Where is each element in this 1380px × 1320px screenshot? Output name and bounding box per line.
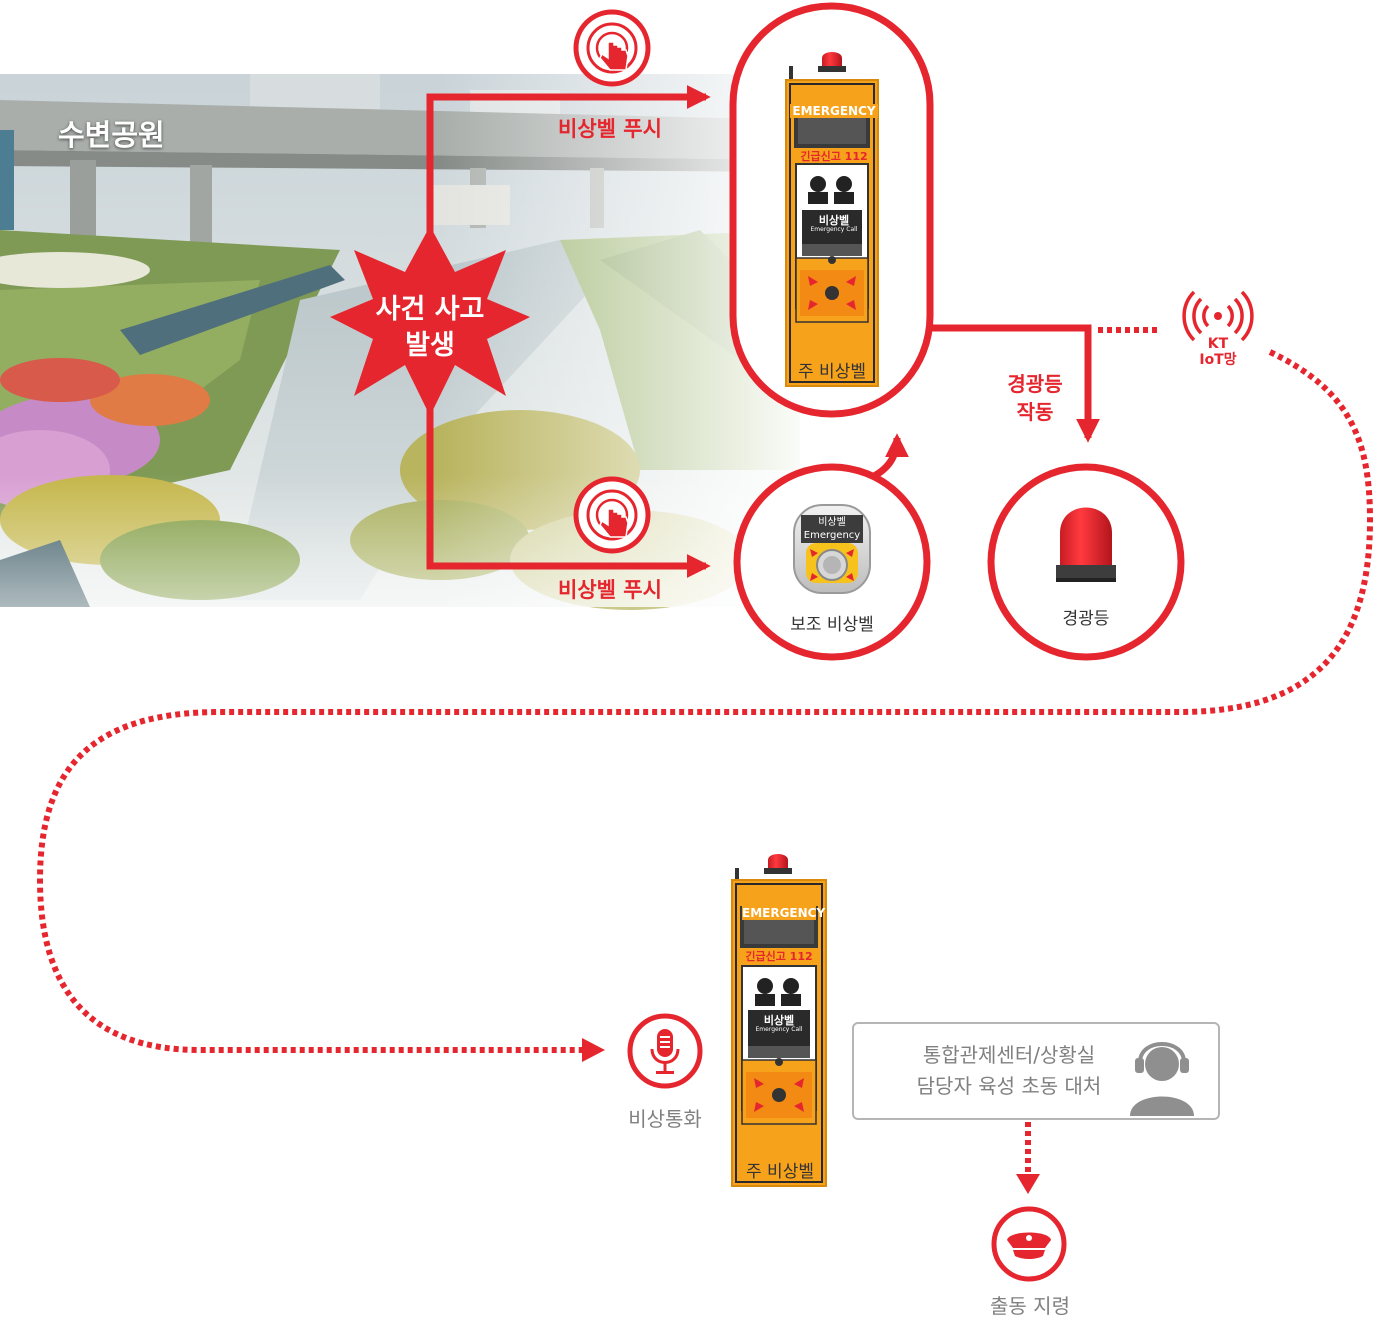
bottom-panel-button-sub: Emergency Call <box>755 1026 803 1033</box>
panel-call: 긴급신고 112 <box>800 150 868 163</box>
bottom-panel-button-title: 비상벨 <box>763 1014 795 1027</box>
push-label-top: 비상벨 푸시 <box>558 117 662 141</box>
microphone-icon <box>627 1013 703 1089</box>
emergency-button-icon <box>793 504 871 594</box>
beacon-icon <box>1056 507 1116 582</box>
arrow-incident-to-sub-bell <box>426 400 711 578</box>
control-center-line1: 통합관제센터/상황실 <box>922 1043 1096 1067</box>
network-label: KT IoT망 <box>1188 336 1248 368</box>
network-line2: IoT망 <box>1199 352 1237 368</box>
sub-bell-button-text: 비상벨 Emergency <box>801 516 863 542</box>
dispatch-dotted-path <box>1016 1122 1040 1194</box>
photo-title: 수변공원 <box>58 118 165 152</box>
incident-label: 사건 사고 발생 <box>345 292 515 364</box>
panel-button-title: 비상벨 <box>818 214 850 227</box>
warning-action-line1: 경광등 <box>1007 372 1063 396</box>
warning-action-line2: 작동 <box>1016 400 1054 424</box>
dispatch-caption: 출동 지령 <box>990 1294 1070 1318</box>
network-line1: KT <box>1207 336 1229 352</box>
bottom-panel-call: 긴급신고 112 <box>745 950 813 963</box>
sub-bell-line1: 비상벨 <box>818 517 846 528</box>
control-center-line2: 담당자 육성 초동 대처 <box>916 1074 1102 1098</box>
wireless-signal-icon <box>1182 290 1254 342</box>
incident-burst-icon <box>330 226 530 416</box>
arrow-main-bell-to-beacon <box>930 324 1100 443</box>
call-caption: 비상통화 <box>628 1107 702 1131</box>
push-label-bottom: 비상벨 푸시 <box>558 578 662 602</box>
emergency-pole-icon <box>731 854 827 1187</box>
panel-button-sub: Emergency Call <box>810 226 858 233</box>
incident-label-line1: 사건 사고 <box>375 294 485 325</box>
emergency-pole-icon <box>785 52 879 387</box>
touch-icon <box>573 476 651 554</box>
incident-label-line2: 발생 <box>405 330 455 361</box>
police-cap-icon <box>991 1206 1067 1282</box>
touch-icon <box>573 9 651 87</box>
iot-dotted-path <box>36 327 1374 1053</box>
control-center-text: 통합관제센터/상황실 담당자 육성 초동 대처 <box>884 1040 1134 1102</box>
operator-headset-icon <box>1130 1042 1194 1116</box>
sub-bell-caption: 보조 비상벨 <box>790 615 874 635</box>
bottom-main-bell-caption: 주 비상벨 <box>746 1162 814 1182</box>
bottom-panel-header: EMERGENCY <box>742 906 826 920</box>
main-bell-caption: 주 비상벨 <box>798 362 866 382</box>
sub-bell-line2: Emergency <box>803 530 861 541</box>
arrow-head-call <box>582 1038 605 1062</box>
warning-action-label: 경광등 작동 <box>990 370 1080 426</box>
warning-light-caption: 경광등 <box>1062 609 1110 629</box>
panel-header: EMERGENCY <box>790 104 878 118</box>
control-center-box: 통합관제센터/상황실 담당자 육성 초동 대처 <box>852 1022 1220 1120</box>
